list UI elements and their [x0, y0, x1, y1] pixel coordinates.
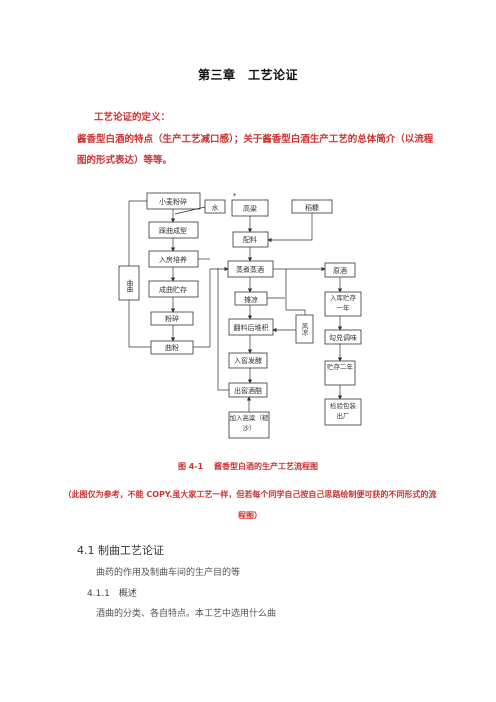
label-sorghum: 高粱 [243, 204, 257, 213]
chapter-title: 第三章 工艺论证 [197, 68, 298, 82]
label-age: 贮存二年 [327, 363, 353, 371]
label-qu: 曲曲 [125, 278, 133, 294]
label-wind: 风凉 [300, 322, 308, 336]
label-powder: 曲粉 [165, 343, 179, 352]
label-cool: 摊凉 [244, 295, 258, 304]
label-add: 加入高粱（糙沙） [229, 414, 269, 432]
subsection-title: 4.1.1 概述 [87, 589, 137, 599]
box-water [204, 199, 226, 214]
label-room: 入房培养 [159, 255, 187, 264]
label-tank: 入库贮存一年 [330, 294, 356, 312]
definition-heading: 工艺论证的定义： [94, 112, 171, 123]
figure-note: （此图仅为参考，不能 COPY.虽大家工艺一样，但若每个同学自己按自己思路绘制便… [63, 490, 437, 520]
star-mark: * [233, 192, 237, 200]
label-raw: 原酒 [333, 267, 347, 275]
label-ferment: 入窖发酵 [234, 356, 262, 365]
label-stack: 翻料后堆积 [234, 323, 269, 332]
section-title: 4.1 制曲工艺论证 [77, 544, 164, 557]
box-pack [324, 398, 362, 426]
box-tank [324, 291, 362, 317]
label-wheat: 小麦粉碎 [159, 197, 187, 206]
label-grind: 粉碎 [165, 314, 179, 323]
box-wind [295, 314, 314, 344]
label-blend: 勾兑调味 [329, 333, 357, 342]
definition-body: 酱香型白酒的特点（生产工艺减口感）；关于酱香型白酒生产工艺的总体简介（以流程图的… [77, 134, 434, 166]
box-blend [324, 329, 362, 345]
label-mold: 踩曲成型 [159, 226, 187, 235]
section-body: 曲药的作用及制曲车间的生产目的等 [96, 568, 241, 578]
label-mix: 配料 [243, 235, 257, 244]
label-pack: 检验包装出厂 [330, 402, 356, 420]
label-distill: 蒸煮蒸酒 [236, 265, 264, 274]
label-husk: 稻糠 [305, 203, 319, 212]
label-out: 出窖酒醅 [234, 386, 262, 395]
figure-caption: 图 4-1 酱香型白酒的生产工艺流程图 [177, 462, 319, 471]
label-water: 水 [212, 203, 219, 212]
label-store: 成曲贮存 [159, 285, 187, 294]
subsection-body: 酒曲的分类、各自特点。本工艺中选用什么曲 [96, 609, 277, 619]
